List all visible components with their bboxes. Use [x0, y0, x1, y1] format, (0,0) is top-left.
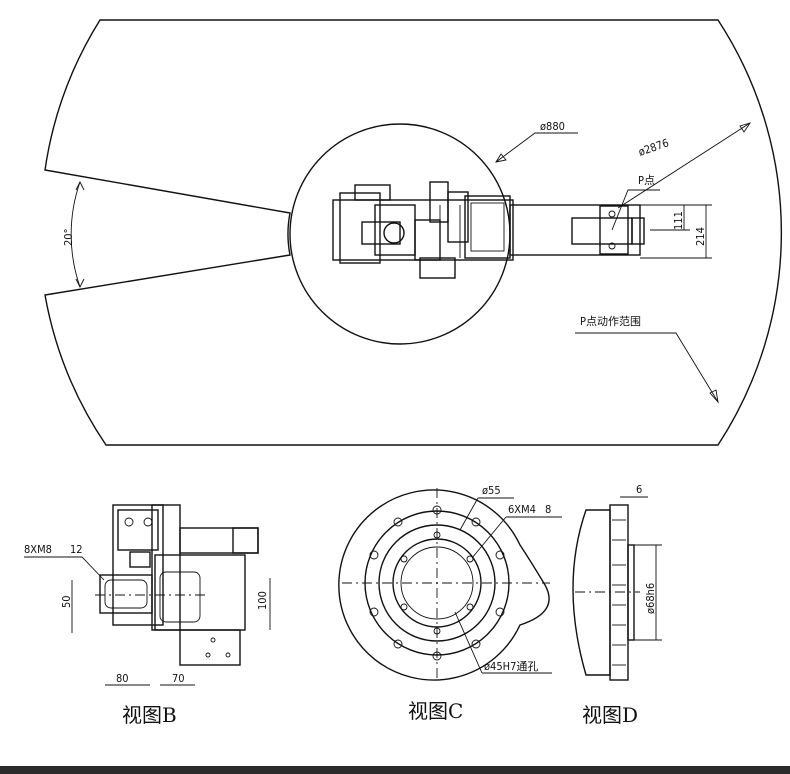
bottom-bar [0, 766, 790, 774]
view-d-caption: 视图D [582, 703, 638, 727]
reach-envelope-arc [44, 19, 783, 446]
point-leader [611, 189, 660, 231]
view-c-bore-label: ø45H7通孔 [484, 660, 538, 673]
range-label: P点动作范围 [580, 314, 641, 328]
view-b-dim-100: 100 [256, 591, 269, 610]
view-b-dim-50: 50 [60, 595, 73, 608]
view-c-caption: 视图C [408, 699, 463, 723]
view-b-caption: 视图B [122, 703, 177, 727]
view-d-spigot-label: ø68h6 [644, 583, 657, 614]
angle-dimension-arc [70, 181, 81, 288]
reach-diameter-leader [617, 122, 751, 209]
view-c-pitch-label: ø55 [482, 484, 501, 497]
base-diameter-leader [495, 132, 578, 163]
view-c-thread-label: 6XM4 [508, 503, 536, 516]
scara-robot-top [332, 181, 645, 279]
base-diameter-label: ø880 [540, 120, 565, 133]
view-d-dim-6: 6 [636, 483, 642, 496]
view-b: 8XM8 12 50 80 70 100 视图B [24, 504, 271, 727]
view-b-thread-depth: 12 [70, 543, 83, 556]
view-d: 6 ø68h6 视图D [572, 483, 662, 727]
range-leader [575, 332, 719, 403]
top-view: 20° ø880 [44, 19, 783, 446]
view-b-dim-70: 70 [172, 672, 185, 685]
dim-214-label: 214 [694, 227, 707, 246]
point-label: P点 [638, 174, 655, 187]
view-c: ø55 6XM4 8 ø45H7通孔 视图C [338, 484, 562, 723]
reach-diameter-label: ø2876 [637, 136, 671, 158]
angle-label: 20° [62, 228, 75, 246]
view-b-thread-label: 8XM8 [24, 543, 52, 556]
dim-111-label: 111 [672, 211, 685, 230]
view-c-thread-depth: 8 [545, 503, 551, 516]
view-b-dim-80: 80 [116, 672, 129, 685]
